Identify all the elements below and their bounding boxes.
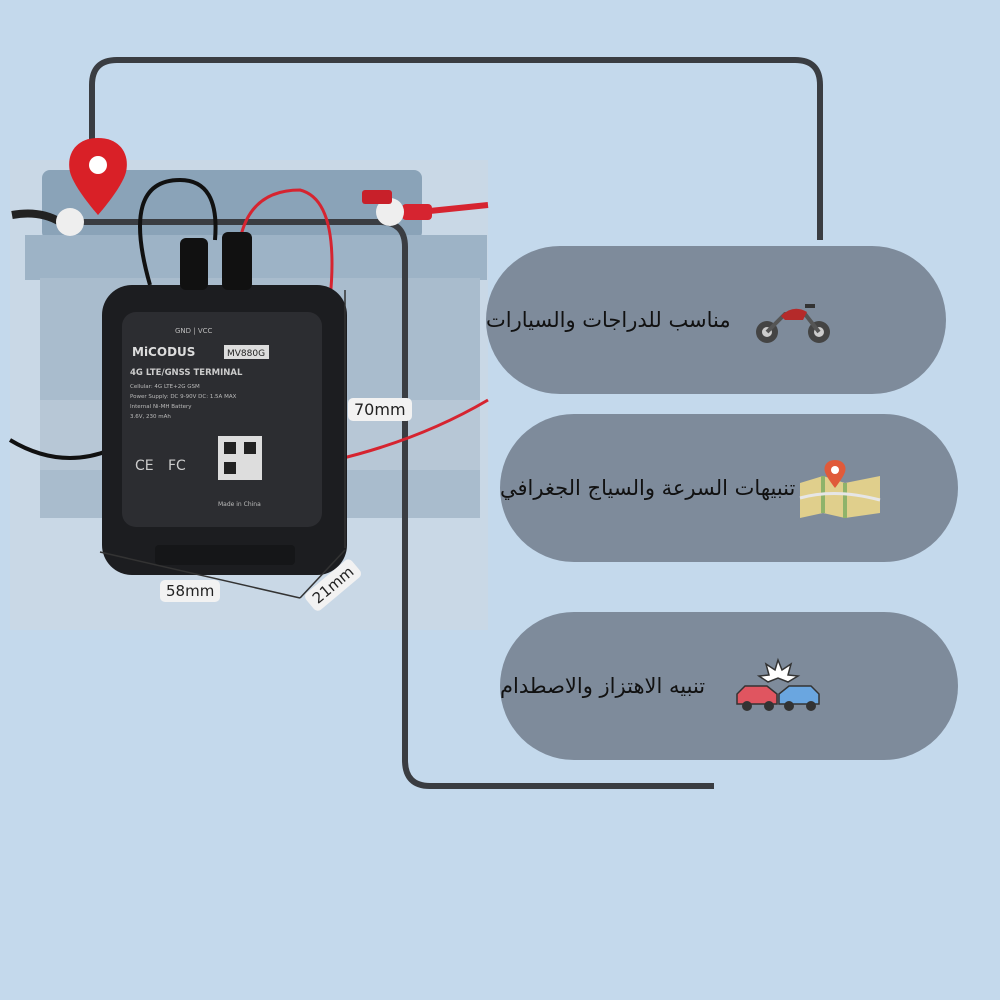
device-spec: 3.6V, 230 mAh <box>130 414 171 420</box>
dimension-height: 70mm <box>348 398 412 421</box>
feature-pill-geofence: تنبيهات السرعة والسياج الجغرافي <box>500 414 958 562</box>
device-ports: GND | VCC <box>175 327 213 335</box>
motorcycle-icon <box>755 304 830 343</box>
connector-line-top <box>89 57 823 240</box>
device-title: 4G LTE/GNSS TERMINAL <box>130 368 243 378</box>
made-in: Made in China <box>218 501 261 508</box>
feature-label: تنبيه الاهتزاز والاصطدام <box>500 674 706 698</box>
svg-text:CE: CE <box>135 458 154 474</box>
device-brand: MiCODUS <box>132 345 195 359</box>
feature-label: تنبيهات السرعة والسياج الجغرافي <box>500 476 796 500</box>
device-spec: Power Supply: DC 9-90V DC: 1.5A MAX <box>130 394 237 400</box>
device-model: MV880G <box>227 349 265 359</box>
device-spec: Cellular: 4G LTE+2G GSM <box>130 384 200 390</box>
feature-pill-crash: تنبيه الاهتزاز والاصطدام <box>500 612 958 760</box>
svg-text:FC: FC <box>168 458 186 474</box>
feature-label: مناسب للدراجات والسيارات <box>486 308 731 332</box>
feature-pill-vehicles: مناسب للدراجات والسيارات <box>486 246 946 394</box>
map-pin-icon <box>799 460 881 518</box>
dimension-width: 58mm <box>160 580 221 602</box>
car-crash-icon <box>736 657 820 711</box>
device-spec: Internal Ni-MH Battery <box>130 404 192 410</box>
gps-device: GND | VCC MiCODUS MV880G 4G LTE/GNSS TER… <box>102 232 347 575</box>
location-pin-icon <box>69 138 127 215</box>
